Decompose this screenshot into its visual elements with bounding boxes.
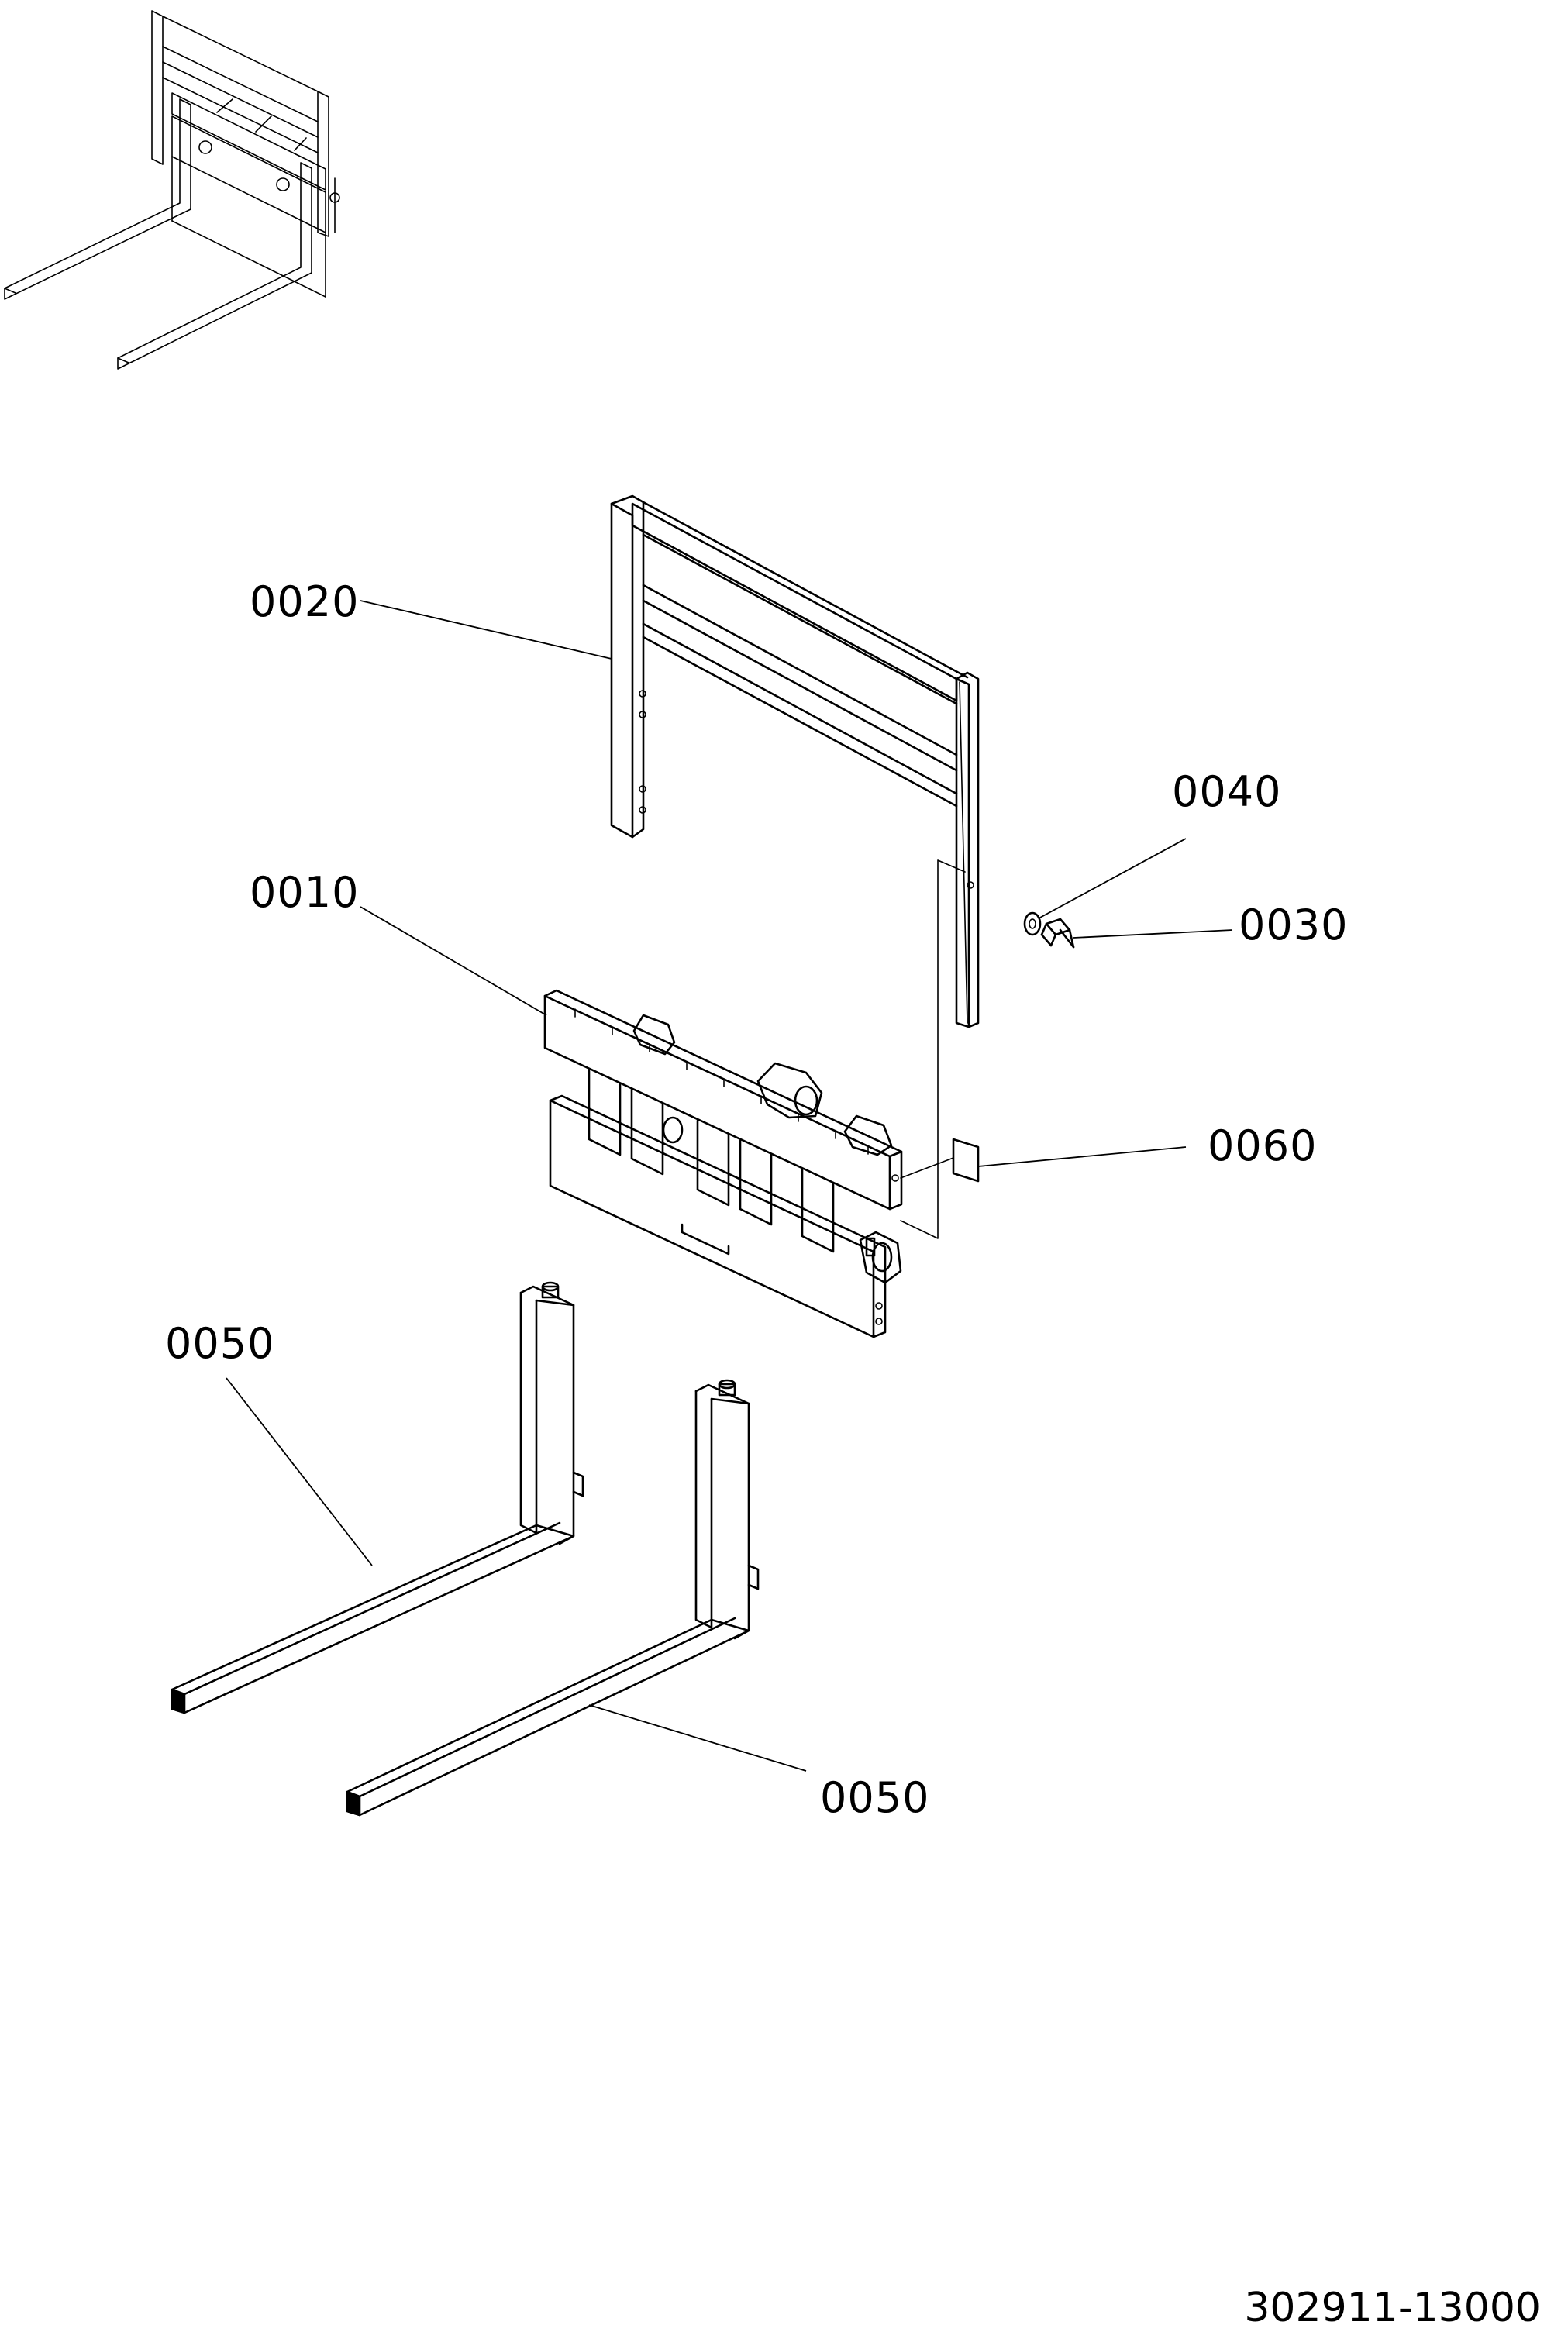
leader-lines: [226, 600, 1233, 1772]
carriage-part: [543, 989, 903, 1338]
callout-bolt: 0030: [1239, 901, 1348, 949]
leader-bolt: [1073, 929, 1233, 939]
alignment-lines: [900, 859, 966, 1239]
callout-label-plate: 0060: [1208, 1121, 1317, 1170]
washer-part: [1023, 911, 1042, 936]
callout-fork-left: 0050: [165, 1319, 274, 1368]
leader-guard-frame: [360, 600, 612, 660]
callout-carriage: 0010: [250, 868, 359, 917]
leader-fork-right: [588, 1704, 807, 1772]
leader-label-plate: [977, 1146, 1187, 1167]
fork-left-part: [171, 1281, 584, 1714]
bolt-part: [1040, 918, 1075, 949]
fork-right-part: [346, 1379, 760, 1817]
leader-carriage: [360, 906, 547, 1016]
assembly-thumbnail: [4, 10, 340, 370]
leader-washer: [1038, 838, 1187, 919]
guard-frame-part: [610, 494, 980, 1028]
label-plate-part: [952, 1138, 980, 1183]
callout-fork-right: 0050: [820, 1773, 929, 1822]
callout-guard-frame: 0020: [250, 577, 359, 626]
drawing-number: 302911-13000: [1244, 2285, 1541, 2331]
callout-washer: 0040: [1172, 767, 1281, 816]
leader-fork-left: [226, 1377, 373, 1566]
